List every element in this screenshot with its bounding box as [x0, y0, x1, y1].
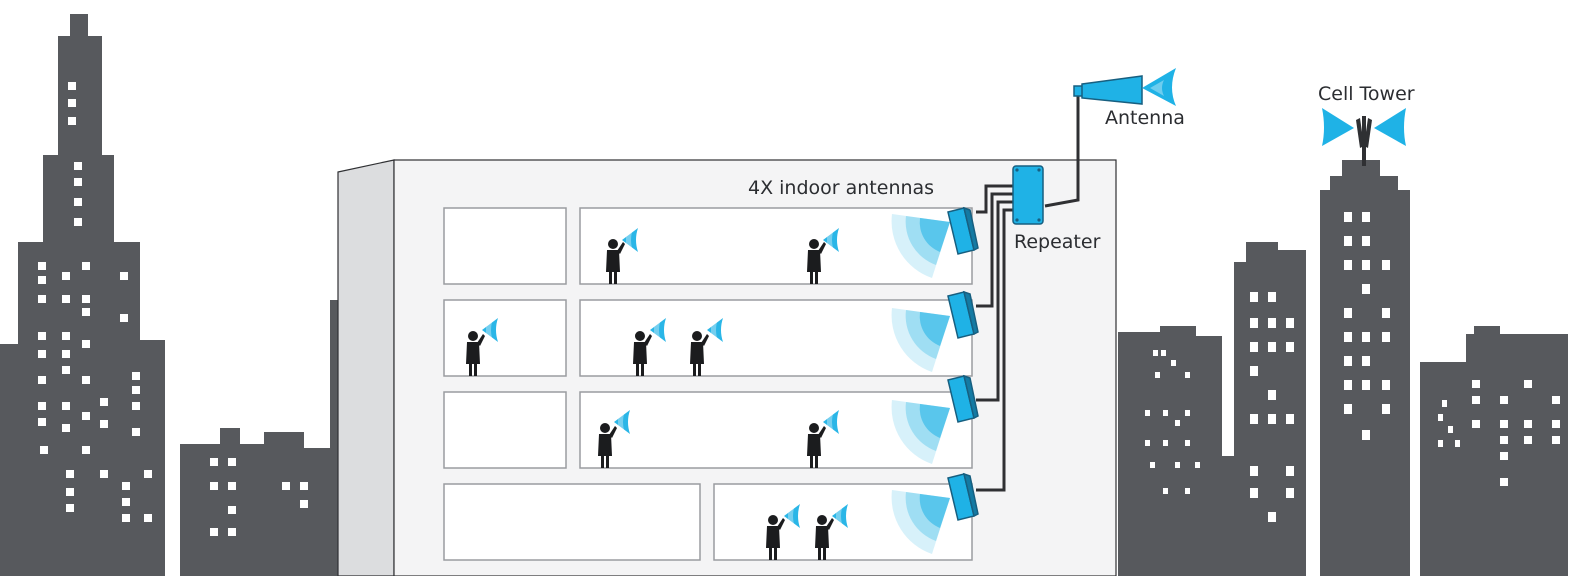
cell-tower-label: Cell Tower: [1318, 83, 1415, 105]
cell-tower-icon: [1322, 108, 1406, 166]
outdoor-antenna-icon: [1073, 68, 1176, 106]
cables: [976, 96, 1080, 492]
repeater-icon: [1012, 165, 1044, 225]
indoor-antennas-label: 4X indoor antennas: [748, 177, 934, 199]
antenna-label: Antenna: [1105, 107, 1185, 129]
repeater-label: Repeater: [1014, 231, 1101, 253]
skyline-left: [0, 14, 340, 576]
skyline-right: [1118, 160, 1568, 576]
